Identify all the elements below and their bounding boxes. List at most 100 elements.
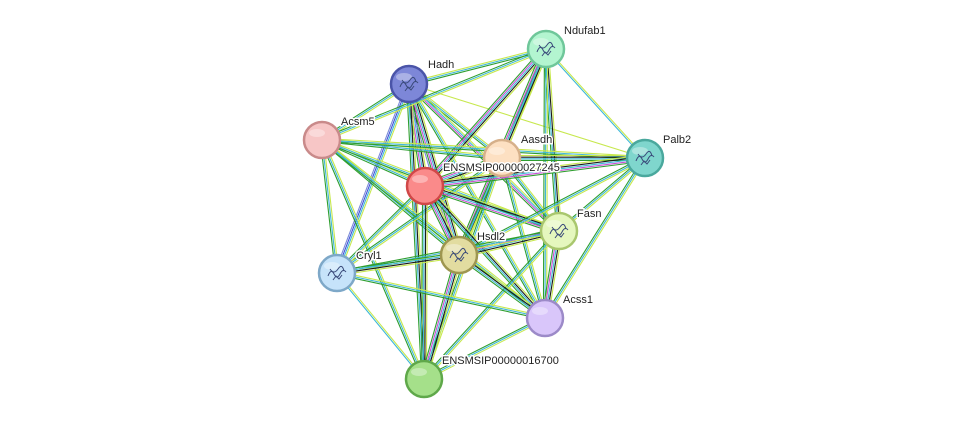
node-label: Acsm5 bbox=[341, 116, 375, 128]
node-label: Cryl1 bbox=[356, 250, 382, 262]
node-circle[interactable] bbox=[439, 235, 479, 275]
edge-line-database bbox=[544, 48, 547, 319]
node-label: Hsdl2 bbox=[477, 231, 505, 243]
node-label: Ndufab1 bbox=[564, 25, 606, 37]
edge-line-neighborhood bbox=[336, 274, 546, 321]
edge-line-textmining bbox=[336, 270, 546, 317]
node-label-halo: Fasn bbox=[577, 208, 601, 220]
edge-ensmsip27245-palb2[interactable] bbox=[424, 154, 646, 190]
protein-structure-icon bbox=[635, 150, 655, 166]
edge-line-database bbox=[424, 185, 560, 232]
edge-line-coexpression bbox=[425, 49, 548, 188]
edge-line-database bbox=[424, 48, 547, 187]
edge-line-textmining bbox=[337, 186, 427, 275]
edge-line-textmining bbox=[426, 50, 549, 189]
edge-line-coexpression bbox=[424, 183, 561, 231]
edge-line-textmining bbox=[338, 84, 412, 275]
edge-line-database bbox=[544, 48, 645, 160]
edge-line-textmining bbox=[425, 185, 428, 380]
node-label-halo: ENSMSIP00000016700 bbox=[442, 355, 559, 367]
edge-line-neighborhood bbox=[406, 85, 558, 234]
edge-palb2-acss1[interactable] bbox=[543, 156, 647, 320]
edge-acss1-ensmsip16700[interactable] bbox=[422, 316, 547, 381]
node-circle[interactable] bbox=[482, 138, 522, 178]
edge-line-database bbox=[544, 157, 646, 319]
node-label-halo: Cryl1 bbox=[356, 250, 382, 262]
edge-line-database bbox=[321, 139, 460, 256]
edge-ndufab1-acss1[interactable] bbox=[542, 48, 549, 319]
edge-line-neighborhood bbox=[319, 139, 336, 274]
edge-line-textmining bbox=[425, 182, 561, 229]
edge-acsm5-ensmsip16700[interactable] bbox=[319, 138, 427, 381]
edge-line-textmining bbox=[409, 82, 504, 158]
edge-line-experiments bbox=[423, 186, 560, 234]
edge-line-textmining bbox=[322, 138, 547, 318]
edge-line-coexpression bbox=[424, 185, 427, 380]
edge-cryl1-ensmsip16700[interactable] bbox=[335, 271, 426, 381]
node-circle[interactable] bbox=[405, 166, 445, 206]
node-circle[interactable] bbox=[404, 359, 444, 399]
edge-line-neighborhood bbox=[321, 141, 503, 161]
edge-line-neighborhood bbox=[423, 188, 559, 235]
edge-line-database bbox=[321, 139, 646, 159]
edge-ndufab1-acsm5[interactable] bbox=[320, 46, 548, 143]
edge-line-neighborhood bbox=[335, 156, 502, 273]
edge-ndufab1-ensmsip27245[interactable] bbox=[422, 46, 549, 189]
node-highlight bbox=[532, 307, 548, 315]
edge-ndufab1-palb2[interactable] bbox=[544, 47, 647, 160]
edge-line-neighborhood bbox=[320, 46, 546, 140]
edge-acsm5-cryl1[interactable] bbox=[319, 139, 340, 274]
edge-ensmsip27245-cryl1[interactable] bbox=[335, 184, 427, 275]
edge-line-neighborhood bbox=[321, 141, 646, 161]
edge-line-textmining bbox=[546, 48, 549, 319]
node-circle[interactable] bbox=[302, 120, 342, 160]
node-highlight bbox=[489, 147, 505, 155]
node-highlight bbox=[632, 147, 648, 155]
node-circle[interactable] bbox=[317, 253, 357, 293]
edge-line-database bbox=[335, 272, 424, 381]
edge-hadh-palb2[interactable] bbox=[408, 83, 646, 159]
edge-line-neighborhood bbox=[422, 316, 545, 379]
node-circle[interactable] bbox=[389, 64, 429, 104]
node-circle[interactable] bbox=[539, 211, 579, 251]
node-label-halo: Acsm5 bbox=[341, 116, 375, 128]
protein-structure-icon bbox=[549, 223, 569, 239]
edge-ensmsip27245-fasn[interactable] bbox=[423, 182, 561, 235]
edge-line-neighborhood bbox=[543, 156, 645, 318]
node-circle[interactable] bbox=[525, 298, 565, 338]
node-circle[interactable] bbox=[625, 138, 665, 178]
edge-line-database bbox=[321, 139, 338, 274]
edge-ensmsip27245-ensmsip16700[interactable] bbox=[421, 185, 428, 380]
edge-line-textmining bbox=[323, 139, 340, 274]
edge-acsm5-palb2[interactable] bbox=[321, 137, 646, 161]
edge-line-experiments bbox=[421, 254, 459, 380]
protein-structure-icon bbox=[327, 265, 347, 281]
edge-line-neighborhood bbox=[422, 46, 545, 185]
edge-line-experiments bbox=[423, 47, 546, 186]
edge-line-textmining bbox=[424, 318, 547, 381]
edge-hsdl2-ensmsip16700[interactable] bbox=[420, 253, 463, 381]
node-highlight bbox=[411, 368, 427, 376]
edge-hsdl2-cryl1[interactable] bbox=[336, 252, 460, 276]
edge-cryl1-acss1[interactable] bbox=[336, 270, 546, 321]
edge-aasdh-palb2[interactable] bbox=[501, 155, 646, 161]
node-label: Aasdh bbox=[521, 134, 552, 146]
node-circle[interactable] bbox=[526, 29, 566, 69]
edge-line-neighborhood bbox=[320, 140, 459, 257]
edge-line-coexpression bbox=[424, 254, 462, 380]
edge-line-textmining bbox=[321, 137, 646, 157]
edge-palb2-hsdl2[interactable] bbox=[457, 156, 647, 257]
edge-line-database bbox=[336, 157, 503, 274]
